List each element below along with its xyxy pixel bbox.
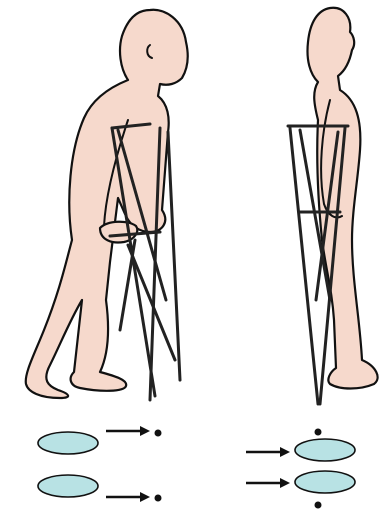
crutch-gait-figure-step-2 [288,8,378,404]
figure-1-hand [100,222,137,243]
arrowhead-left-upper [140,426,150,436]
figure-2-body [307,8,377,389]
crutch-tip-right-upper [315,429,322,436]
crutch-tip-left-upper [155,430,162,437]
footprint-right-upper [295,439,355,461]
step-diagram-right [246,429,355,509]
arrowhead-right-lower [280,478,290,488]
step-diagram-left [38,426,162,502]
arrowhead-right-upper [280,447,290,457]
crutch-tip-left-lower [155,495,162,502]
footprint-left-lower [38,475,98,497]
crutch-tip-right-lower [315,502,322,509]
arrowhead-left-lower [140,492,150,502]
footprint-right-lower [295,471,355,493]
footprint-left-upper [38,432,98,454]
crutch-gait-figure-step-1 [26,10,188,400]
